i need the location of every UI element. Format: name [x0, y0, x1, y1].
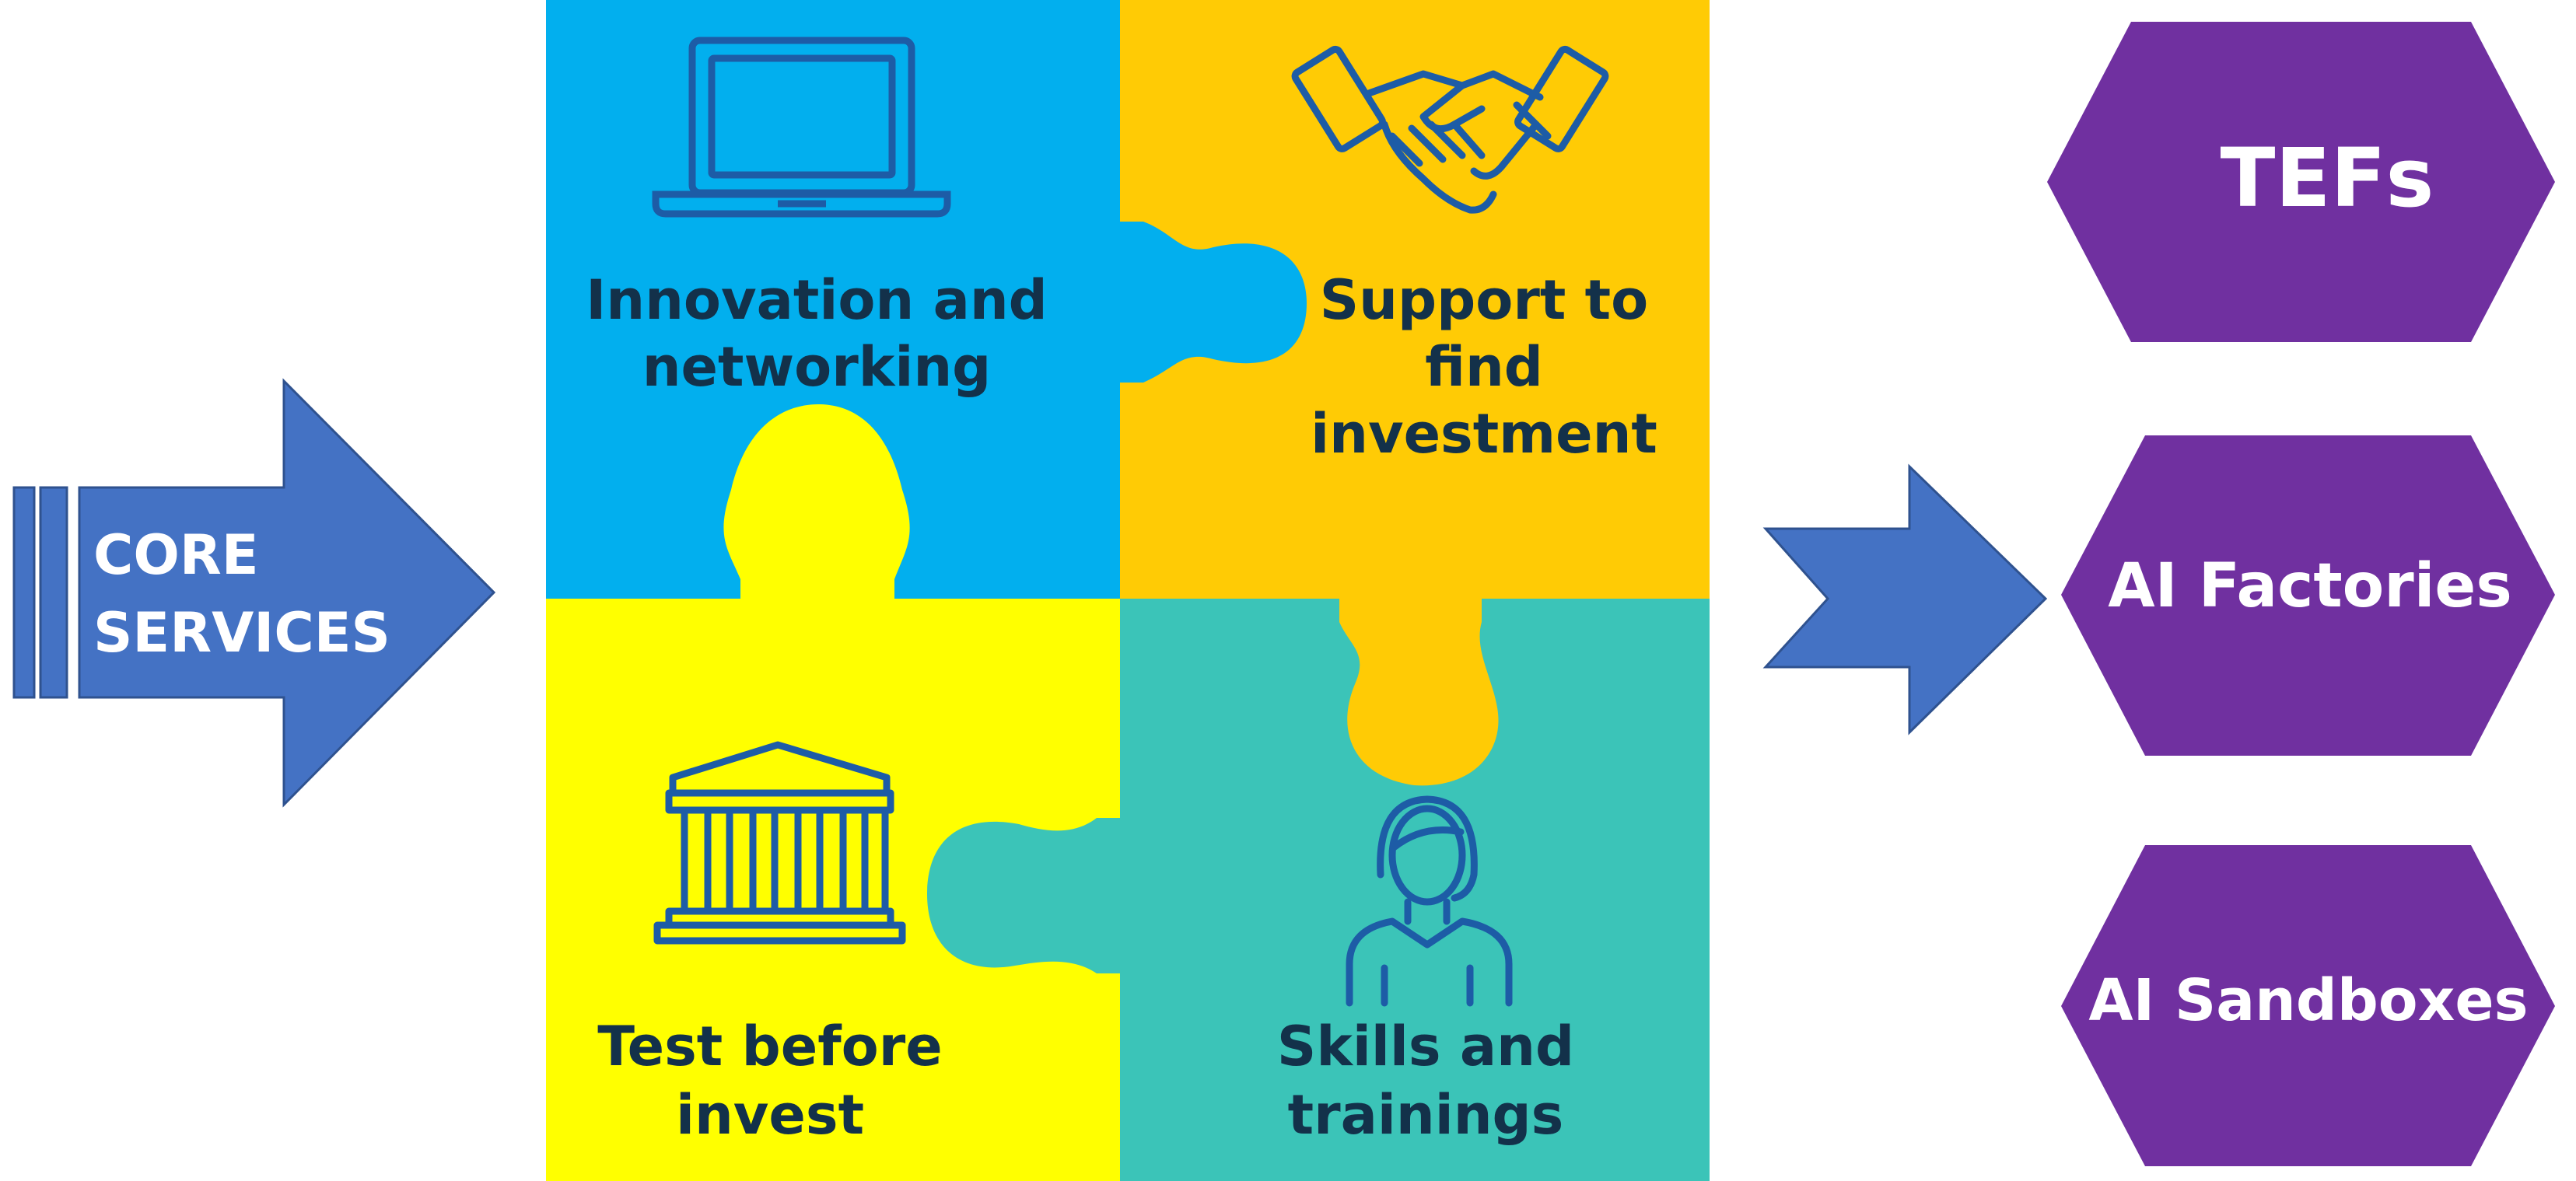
core-services-arrow: CORE SERVICES	[12, 378, 496, 808]
investment-label-line1: Support to	[1320, 268, 1648, 332]
innovation-label-line1: Innovation and	[586, 268, 1048, 332]
hexagon-ai-factories: AI Factories	[2061, 435, 2555, 756]
hexagon-tefs-shape	[2047, 22, 2555, 342]
arrow-tail-bar-2	[39, 486, 68, 699]
puzzle-tab-orange	[1339, 591, 1499, 786]
investment-label-line2: find	[1425, 335, 1543, 399]
core-services-label-line2: SERVICES	[93, 601, 390, 665]
hexagon-ai-sandboxes-shape	[2061, 845, 2555, 1166]
investment-label-line3: investment	[1311, 402, 1657, 466]
test-label-line1: Test before	[597, 1015, 943, 1078]
arrow-body	[78, 378, 496, 808]
hexagon-ai-sandboxes-label: AI Sandboxes	[2088, 967, 2528, 1034]
arrow-tail-bar-1	[12, 486, 36, 699]
hexagon-ai-factories-shape	[2061, 435, 2555, 756]
person-icon	[1346, 795, 1513, 1007]
bank-building-icon	[653, 741, 906, 945]
hexagon-group: TEFs AI Factories AI Sandboxes	[2047, 22, 2555, 1166]
hexagon-tefs-label: TEFs	[2221, 131, 2434, 225]
hexagon-tefs: TEFs	[2047, 22, 2555, 342]
core-services-label-line1: CORE	[93, 523, 259, 587]
test-label-line2: invest	[676, 1083, 864, 1147]
handshake-icon	[1291, 45, 1609, 214]
puzzle-grid: Innovation and networking Support to fin…	[546, 0, 1710, 1181]
laptop-icon	[652, 37, 951, 218]
right-arrow	[1762, 463, 2048, 736]
skills-label-line1: Skills and	[1277, 1015, 1574, 1078]
innovation-label-line2: networking	[642, 335, 992, 399]
puzzle-tab-teal	[927, 818, 1128, 973]
puzzle-tab-blue	[1112, 222, 1307, 383]
puzzle-tab-yellow	[723, 404, 910, 606]
hexagon-ai-sandboxes: AI Sandboxes	[2061, 845, 2555, 1166]
hexagon-ai-factories-label: AI Factories	[2108, 551, 2512, 621]
skills-label-line2: trainings	[1288, 1083, 1564, 1147]
